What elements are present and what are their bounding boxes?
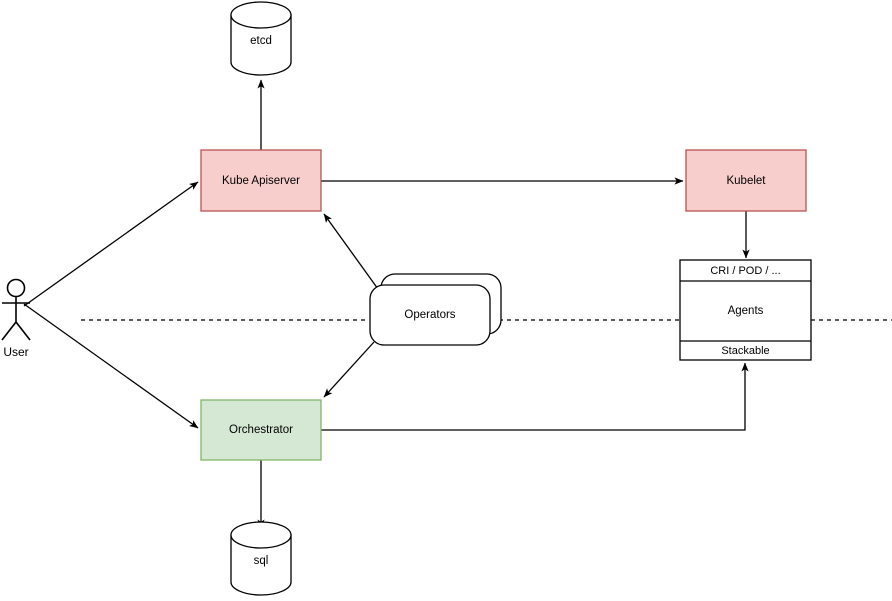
node-agents-container[interactable]: CRI / POD / ... Agents Stackable <box>679 259 812 361</box>
node-operators-label: Operators <box>404 309 455 321</box>
node-sql-label: sql <box>254 555 269 567</box>
node-etcd-label: etcd <box>250 35 272 47</box>
node-user-actor[interactable]: User <box>1 278 31 360</box>
node-kube-apiserver[interactable]: Kube Apiserver <box>200 149 322 212</box>
node-sql[interactable]: sql <box>230 521 292 596</box>
node-kube-apiserver-label: Kube Apiserver <box>222 175 300 187</box>
node-kubelet[interactable]: Kubelet <box>685 149 807 212</box>
node-user-label: User <box>3 345 28 359</box>
node-operators-front-card <box>369 284 491 346</box>
edge-user-to-orchestrator <box>23 303 199 429</box>
node-etcd[interactable]: etcd <box>230 1 292 76</box>
node-operators[interactable]: Operators <box>369 273 502 346</box>
node-kubelet-label: Kubelet <box>726 175 766 187</box>
node-agents-header-label: CRI / POD / ... <box>710 265 780 277</box>
edge-operators-to-kube-apiserver <box>323 213 379 290</box>
edge-operators-to-orchestrator <box>323 341 375 398</box>
edge-user-to-kube-apiserver <box>23 181 199 307</box>
node-agents-body-label: Agents <box>728 305 764 317</box>
node-orchestrator-label: Orchestrator <box>229 424 293 436</box>
node-agents-footer-label: Stackable <box>721 345 769 357</box>
node-orchestrator[interactable]: Orchestrator <box>200 399 322 461</box>
edge-orchestrator-to-stackable <box>321 362 749 431</box>
